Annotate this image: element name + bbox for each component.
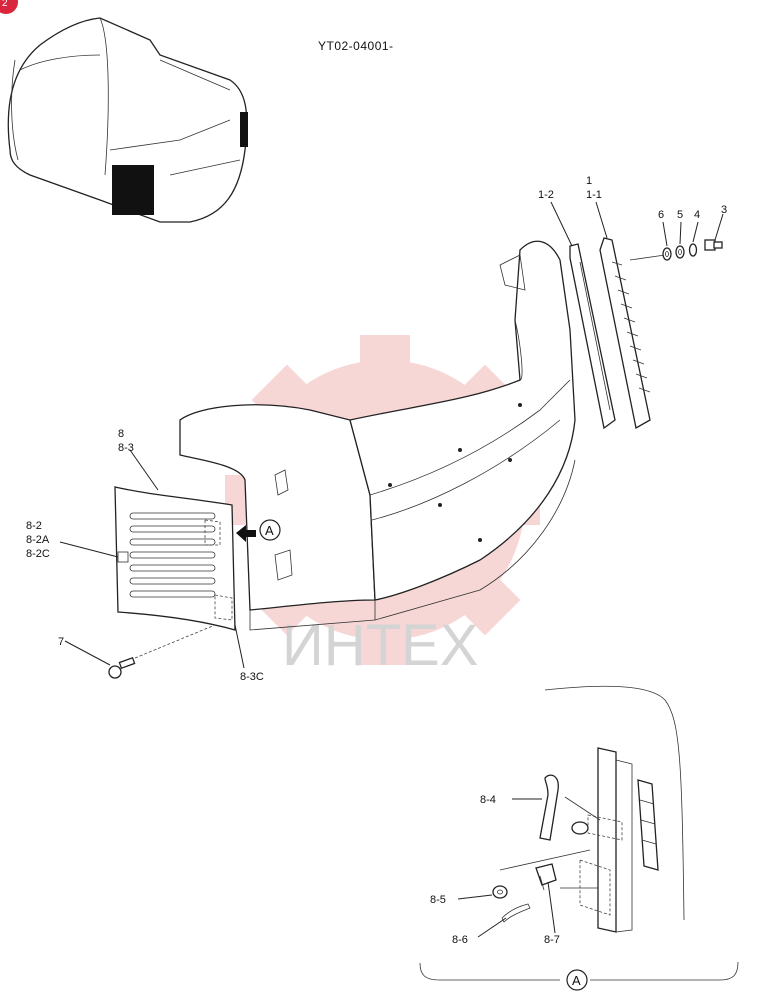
callout-1-2: 1-2 [538, 189, 554, 201]
bolt-part-3 [704, 239, 723, 251]
washer-part-4 [688, 243, 698, 257]
page-badge: 2 [0, 0, 18, 14]
callout-4: 4 [694, 209, 700, 221]
callout-8-2c: 8-2C [26, 548, 50, 560]
leader-lines [59, 201, 724, 669]
callout-8-3: 8-3 [118, 442, 134, 454]
counterweight-body [179, 240, 576, 631]
callout-8-4: 8-4 [480, 794, 496, 806]
callout-8-7: 8-7 [544, 934, 560, 946]
svg-text:A: A [265, 523, 274, 538]
callout-8-2a: 8-2A [26, 534, 50, 546]
side-cover-part-8 [114, 486, 236, 631]
grille-frame-part-1-2 [569, 243, 616, 430]
grille-part-1 [599, 237, 651, 430]
callout-7: 7 [58, 636, 64, 648]
callout-6: 6 [658, 209, 664, 221]
callout-3: 3 [721, 204, 727, 216]
callout-labels: 1 1-1 1-2 6 5 4 3 8 8-3 8-2 8-2A 8-2C 7 … [26, 175, 727, 946]
washer-part-5 [675, 245, 685, 259]
view-a-arrow: A [236, 519, 281, 542]
callout-8-3c: 8-3C [240, 671, 264, 683]
detail-view-a: A [419, 685, 739, 991]
callout-5: 5 [677, 209, 683, 221]
callout-1: 1 [586, 175, 592, 187]
callout-1-1: 1-1 [586, 189, 602, 201]
washer-part-6 [662, 247, 672, 261]
diagram-code: YT02-04001- [318, 39, 394, 53]
callout-8-2: 8-2 [26, 520, 42, 532]
callout-8-5: 8-5 [430, 894, 446, 906]
svg-text:2: 2 [2, 0, 8, 9]
svg-text:A: A [572, 973, 581, 988]
callout-8-6: 8-6 [452, 934, 468, 946]
bolt-part-7 [108, 624, 216, 679]
machine-thumbnail [7, 17, 248, 223]
callout-8: 8 [118, 428, 124, 440]
watermark-text: ИНТЕХ [282, 613, 478, 678]
